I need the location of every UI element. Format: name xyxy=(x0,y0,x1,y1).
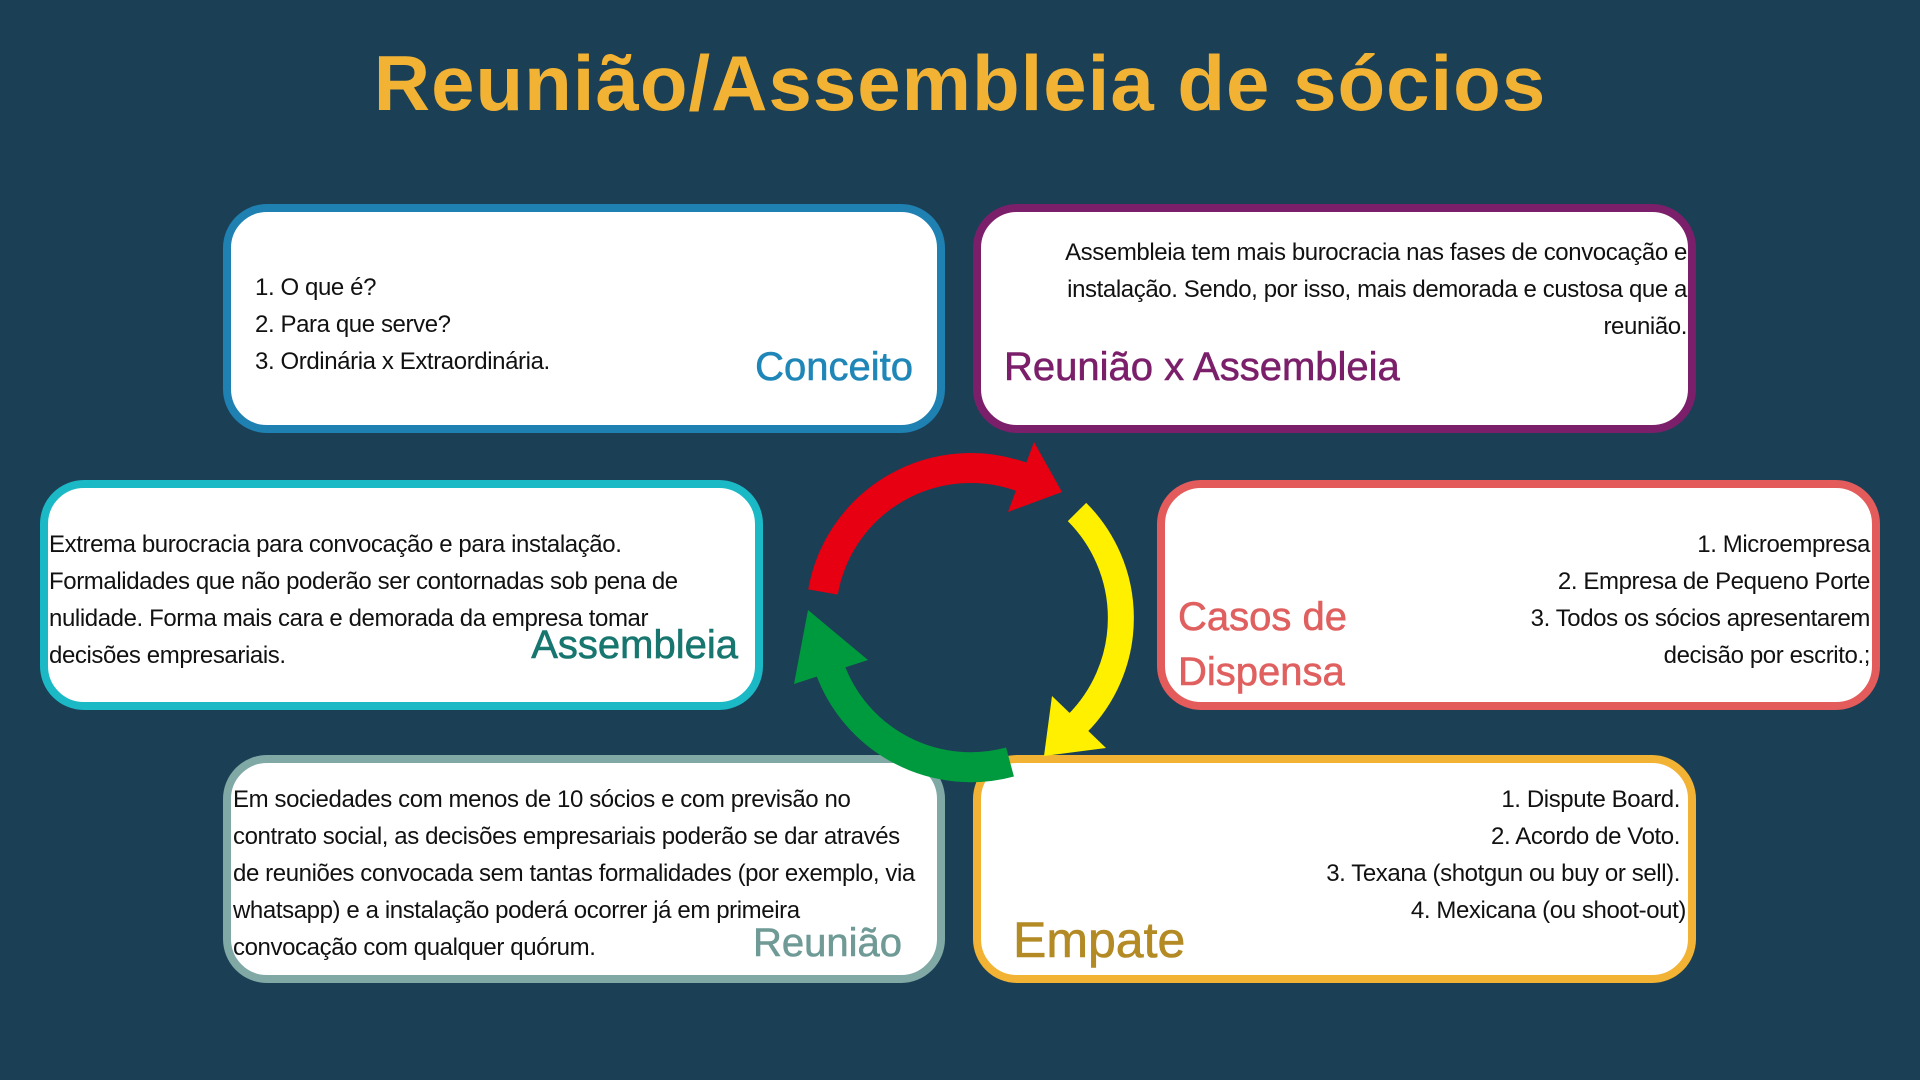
text-line: nulidade. Forma mais cara e demorada da … xyxy=(49,605,649,632)
text-line: instalação. Sendo, por isso, mais demora… xyxy=(1067,276,1687,303)
box-reuniao: Em sociedades com menos de 10 sócios e c… xyxy=(223,755,945,983)
list-item: 1. O que é? xyxy=(255,274,377,301)
casos-list: 1. Microempresa 2. Empresa de Pequeno Po… xyxy=(1530,526,1871,674)
list-item: 3. Todos os sócios apresentarem xyxy=(1530,605,1871,632)
casos-label: Casos de Dispensa xyxy=(1178,590,1348,700)
text-line: Assembleia tem mais burocracia nas fases… xyxy=(1065,239,1687,266)
text-line: de reuniões convocada sem tantas formali… xyxy=(233,860,915,887)
green-arrow-icon xyxy=(794,610,1014,783)
text-line: reunião. xyxy=(1603,313,1687,340)
box-conceito: 1. O que é? 2. Para que serve? 3. Ordiná… xyxy=(223,204,945,433)
text-line: whatsapp) e a instalação poderá ocorrer … xyxy=(233,897,800,924)
reuniao-x-assembleia-text: Assembleia tem mais burocracia nas fases… xyxy=(1065,234,1687,345)
empate-list: 1. Dispute Board. 2. Acordo de Voto. 3. … xyxy=(1326,781,1686,929)
assembleia-text: Extrema burocracia para convocação e par… xyxy=(49,526,678,674)
text-line: convocação com qualquer quórum. xyxy=(233,934,596,961)
text-line: Em sociedades com menos de 10 sócios e c… xyxy=(233,786,851,813)
box-reuniao-x-assembleia: Assembleia tem mais burocracia nas fases… xyxy=(973,204,1696,433)
yellow-arrow-icon xyxy=(1044,502,1134,756)
red-arrow-icon xyxy=(808,442,1062,595)
text-line: Formalidades que não poderão ser contorn… xyxy=(49,568,678,595)
assembleia-label: Assembleia xyxy=(531,623,738,668)
list-item: decisão por escrito.; xyxy=(1663,642,1871,669)
reuniao-x-assembleia-label: Reunião x Assembleia xyxy=(1004,345,1400,390)
box-empate: 1. Dispute Board. 2. Acordo de Voto. 3. … xyxy=(973,755,1696,983)
list-item: 4. Mexicana (ou shoot-out) xyxy=(1410,897,1686,924)
reuniao-text: Em sociedades com menos de 10 sócios e c… xyxy=(233,781,915,966)
list-item: 3. Ordinária x Extraordinária. xyxy=(255,348,550,375)
text-line: contrato social, as decisões empresariai… xyxy=(233,823,900,850)
list-item: 2. Para que serve? xyxy=(255,311,451,338)
list-item: 2. Empresa de Pequeno Porte xyxy=(1557,568,1870,595)
conceito-list: 1. O que é? 2. Para que serve? 3. Ordiná… xyxy=(255,269,550,380)
label-line: Casos de xyxy=(1178,595,1348,640)
list-item: 2. Acordo de Voto. xyxy=(1491,823,1680,850)
conceito-label: Conceito xyxy=(755,345,913,390)
reuniao-label: Reunião xyxy=(752,921,903,966)
label-line: Dispensa xyxy=(1178,650,1345,695)
box-assembleia: Extrema burocracia para convocação e par… xyxy=(40,480,763,710)
empate-label: Empate xyxy=(1013,912,1186,969)
text-line: decisões empresariais. xyxy=(49,642,286,669)
list-item: 3. Texana (shotgun ou buy or sell). xyxy=(1326,860,1680,887)
page-title: Reunião/Assembleia de sócios xyxy=(373,39,1547,127)
text-line: Extrema burocracia para convocação e par… xyxy=(49,531,622,558)
list-item: 1. Dispute Board. xyxy=(1501,786,1680,813)
list-item: 1. Microempresa xyxy=(1697,531,1870,558)
box-casos-de-dispensa: 1. Microempresa 2. Empresa de Pequeno Po… xyxy=(1157,480,1880,710)
